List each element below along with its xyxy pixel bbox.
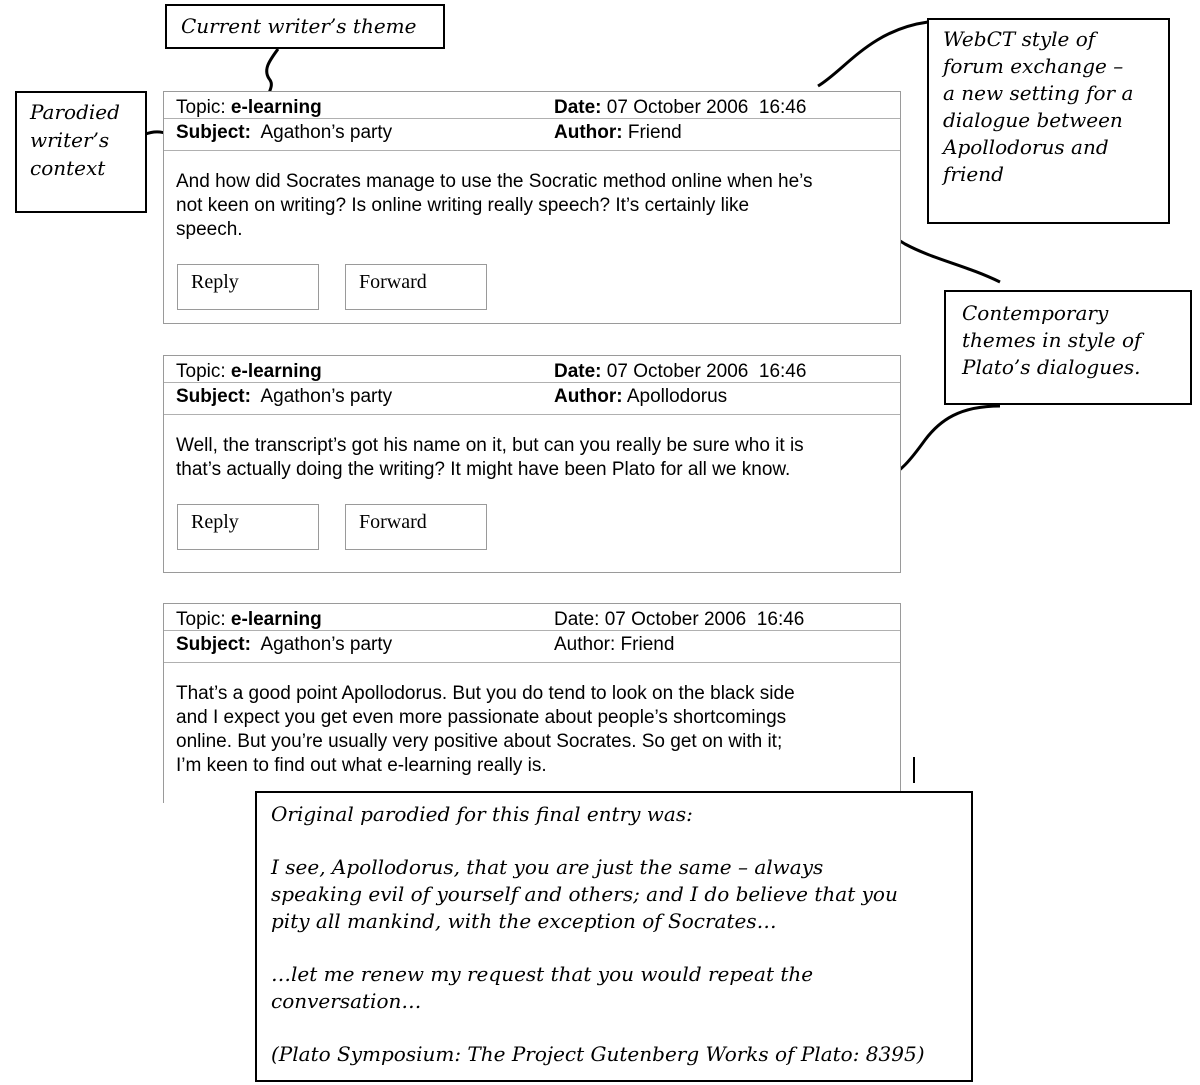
topic-value: e-learning <box>230 361 322 382</box>
post-actions: Reply Forward <box>177 504 517 552</box>
topic-label: Topic: <box>176 609 226 630</box>
topic-value: e-learning <box>230 609 322 630</box>
topic-field: Topic: e-learning <box>176 361 322 383</box>
post-header: Topic: e-learning Date: 07 October 2006 … <box>164 92 900 151</box>
author-field: Author: Friend <box>554 634 674 656</box>
body-line: not keen on writing? Is online writing r… <box>176 195 750 216</box>
post-body: And how did Socrates manage to use the S… <box>176 170 882 242</box>
connector-webct <box>817 20 929 88</box>
context-line: context <box>30 156 106 180</box>
context-line: writer’s <box>30 128 110 152</box>
header-divider <box>164 630 900 631</box>
topic-field: Topic: e-learning <box>176 609 322 631</box>
author-label: Author: <box>554 386 623 407</box>
quote-line: …let me renew my request that you would … <box>271 962 814 986</box>
body-line: Well, the transcript’s got his name on i… <box>176 435 804 456</box>
body-line: and I expect you get even more passionat… <box>176 707 787 728</box>
topic-label: Topic: <box>176 361 226 382</box>
header-divider <box>164 382 900 383</box>
quote-line: speaking evil of yourself and others; an… <box>271 882 898 906</box>
original-heading: Original parodied for this final entry w… <box>271 802 693 826</box>
webct-line: forum exchange – <box>943 54 1124 78</box>
subject-value: Agathon’s party <box>260 386 393 407</box>
forward-button[interactable]: Forward <box>345 264 487 310</box>
webct-style-note: WebCT style of forum exchange – a new se… <box>927 18 1170 224</box>
post-header: Topic: e-learning Date: 07 October 2006 … <box>164 604 900 663</box>
date-field: Date: 07 October 2006 16:46 <box>554 609 804 631</box>
date-value: 07 October 2006 16:46 <box>604 609 805 630</box>
subject-label: Subject: <box>176 122 251 143</box>
forum-post: Topic: e-learning Date: 07 October 2006 … <box>163 355 901 573</box>
contemporary-line: themes in style of <box>962 328 1142 352</box>
reply-button[interactable]: Reply <box>177 504 319 550</box>
author-field: Author: Apollodorus <box>554 386 727 408</box>
subject-field: Subject: Agathon’s party <box>176 122 392 144</box>
topic-field: Topic: e-learning <box>176 97 322 119</box>
body-line: that’s actually doing the writing? It mi… <box>176 459 791 480</box>
webct-line: friend <box>943 162 1004 186</box>
contemporary-themes-note: Contemporary themes in style of Plato’s … <box>944 290 1192 405</box>
date-field: Date: 07 October 2006 16:46 <box>554 97 806 119</box>
parodied-context-note: Parodied writer’s context <box>15 91 147 213</box>
webct-line: a new setting for a <box>943 81 1134 105</box>
forum-post: Topic: e-learning Date: 07 October 2006 … <box>163 603 901 803</box>
context-line: Parodied <box>30 100 120 124</box>
current-theme-note: Current writer’s theme <box>165 4 445 49</box>
post-header: Topic: e-learning Date: 07 October 2006 … <box>164 356 900 415</box>
body-line: speech. <box>176 219 243 240</box>
author-label: Author: <box>554 634 616 655</box>
contemporary-line: Plato’s dialogues. <box>962 355 1141 379</box>
subject-label: Subject: <box>176 386 251 407</box>
reply-button[interactable]: Reply <box>177 264 319 310</box>
text-cursor <box>913 757 915 783</box>
subject-value: Agathon’s party <box>260 122 393 143</box>
subject-field: Subject: Agathon’s party <box>176 634 392 656</box>
date-label: Date: <box>554 361 602 382</box>
post-actions: Reply Forward <box>177 264 517 312</box>
author-value: Friend <box>627 122 682 143</box>
quote-line: I see, Apollodorus, that you are just th… <box>271 855 824 879</box>
author-value: Apollodorus <box>626 386 728 407</box>
forum-post: Topic: e-learning Date: 07 October 2006 … <box>163 91 901 324</box>
header-divider <box>164 118 900 119</box>
topic-value: e-learning <box>230 97 322 118</box>
author-field: Author: Friend <box>554 122 682 144</box>
original-parody-note: Original parodied for this final entry w… <box>255 791 973 1082</box>
date-label: Date: <box>554 609 600 630</box>
webct-line: dialogue between <box>943 108 1123 132</box>
author-value: Friend <box>620 634 675 655</box>
forward-button[interactable]: Forward <box>345 504 487 550</box>
author-label: Author: <box>554 122 623 143</box>
date-field: Date: 07 October 2006 16:46 <box>554 361 806 383</box>
body-line: I’m keen to find out what e-learning rea… <box>176 755 547 776</box>
quote-line: pity all mankind, with the exception of … <box>271 909 777 933</box>
subject-label: Subject: <box>176 634 251 655</box>
body-line: That’s a good point Apollodorus. But you… <box>176 683 795 704</box>
body-line: And how did Socrates manage to use the S… <box>176 171 813 192</box>
webct-line: Apollodorus and <box>943 135 1109 159</box>
post-body: Well, the transcript’s got his name on i… <box>176 434 882 482</box>
quote-line: conversation… <box>271 989 422 1013</box>
post-body: That’s a good point Apollodorus. But you… <box>176 682 882 778</box>
source-citation: (Plato Symposium: The Project Gutenberg … <box>271 1042 925 1066</box>
subject-field: Subject: Agathon’s party <box>176 386 392 408</box>
contemporary-line: Contemporary <box>962 301 1109 325</box>
webct-line: WebCT style of <box>943 27 1096 51</box>
date-value: 07 October 2006 16:46 <box>606 97 807 118</box>
date-value: 07 October 2006 16:46 <box>606 361 807 382</box>
body-line: online. But you’re usually very positive… <box>176 731 783 752</box>
subject-value: Agathon’s party <box>260 634 393 655</box>
topic-label: Topic: <box>176 97 226 118</box>
date-label: Date: <box>554 97 602 118</box>
